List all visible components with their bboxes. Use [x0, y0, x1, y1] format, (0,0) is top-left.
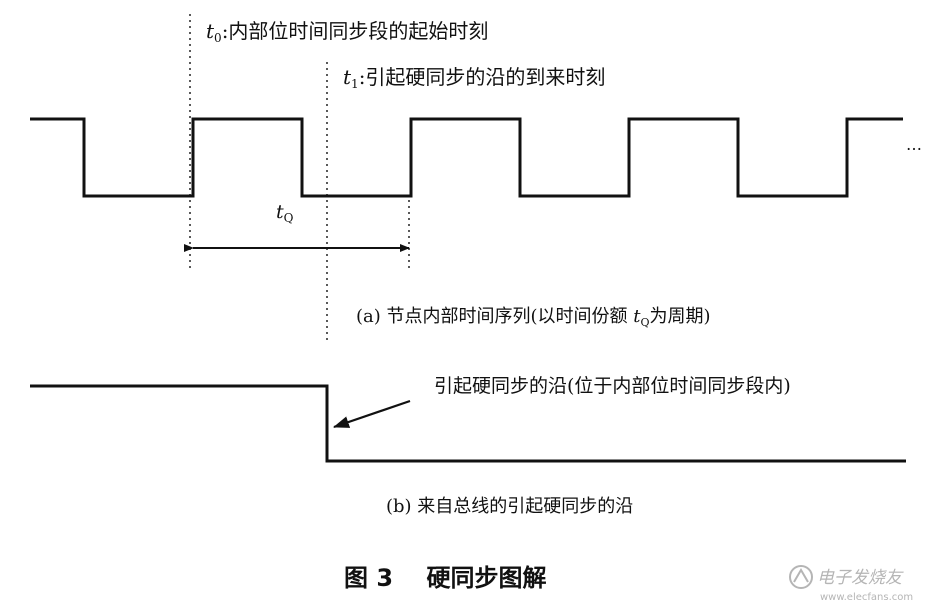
caption-a: (a) 节点内部时间序列(以时间份额 tQ为周期): [356, 306, 711, 329]
internal-time-sequence-waveform: [30, 117, 903, 198]
edge-pointer-arrow: [333, 399, 411, 429]
edge-note: 引起硬同步的沿(位于内部位时间同步段内): [434, 375, 791, 397]
watermark-logo-mark: [793, 568, 809, 583]
tq-label: tQ: [276, 201, 294, 225]
figure-title: 图 3 硬同步图解: [344, 564, 546, 592]
watermark-text: 电子发烧友: [817, 568, 904, 588]
watermark-logo-icon: [789, 565, 813, 589]
watermark: 电子发烧友 www.elecfans.com: [789, 565, 913, 603]
t1-annotation: t1:引起硬同步的沿的到来时刻: [343, 65, 605, 91]
continuation-ellipsis: …: [906, 135, 922, 154]
watermark-url: www.elecfans.com: [820, 592, 913, 603]
t0-annotation: t0:内部位时间同步段的起始时刻: [206, 19, 488, 45]
caption-b: (b) 来自总线的引起硬同步的沿: [386, 496, 633, 517]
bus-edge-waveform: [30, 384, 906, 463]
